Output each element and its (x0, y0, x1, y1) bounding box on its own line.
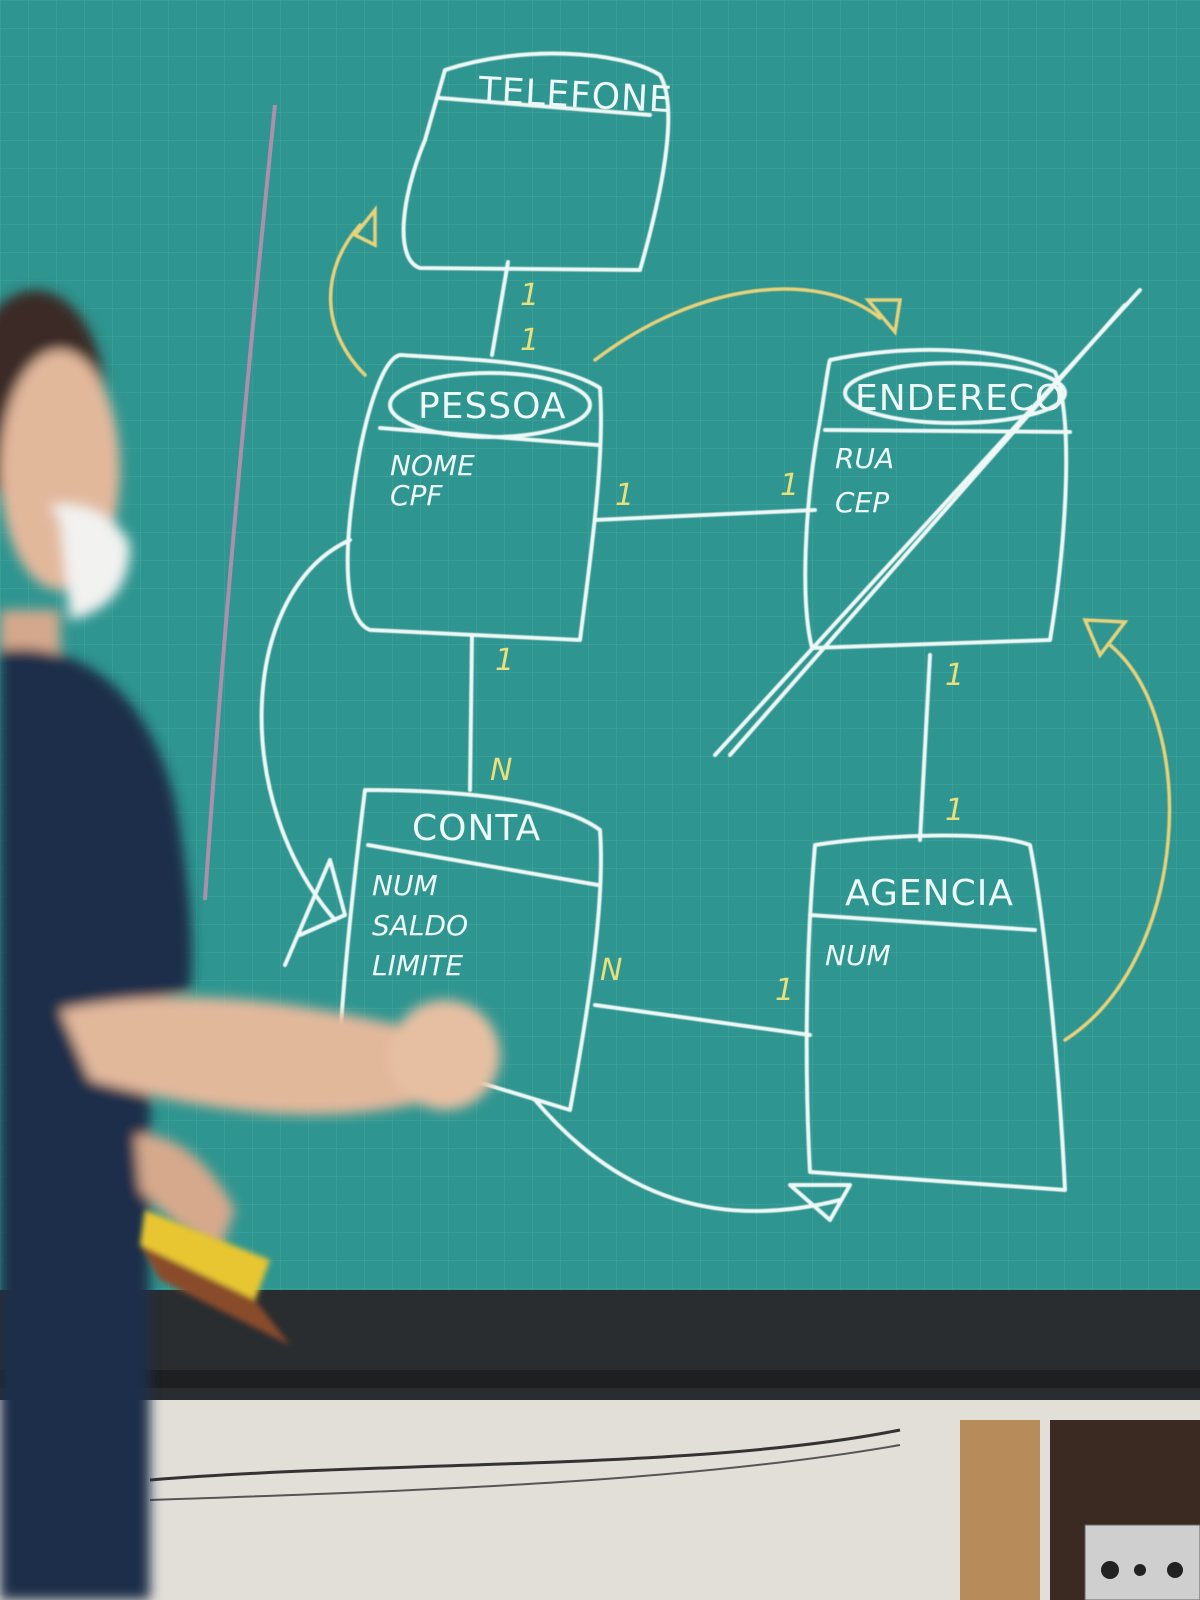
knob-icon (1134, 1564, 1146, 1576)
card-pessoa-end-right: 1 (780, 468, 799, 503)
relation-telefone-pessoa (490, 260, 510, 357)
yellow-curved-arrow (328, 223, 367, 377)
endereco-title-ellipse (843, 361, 1067, 425)
telefone-title: TELEFONE (477, 70, 674, 121)
endereco-title: ENDERECO (855, 378, 1064, 419)
cable (149, 1444, 901, 1501)
card-pessoa-end-left: 1 (615, 478, 634, 513)
relation-endereco-agencia (918, 653, 932, 842)
yellow-curved-arrow (593, 287, 882, 362)
strikethrough-line-2 (728, 303, 1127, 757)
card-conta-agencia-right: 1 (775, 973, 794, 1008)
entity-box-endereco (803, 347, 1069, 650)
pessoa-title: PESSOA (418, 386, 567, 427)
arrowhead-icon (788, 1183, 852, 1222)
card-end-agencia-bottom: 1 (945, 793, 964, 828)
agencia-attr-num: NUM (825, 939, 891, 972)
yellow-arrowhead-icon (1082, 618, 1129, 659)
card-tel-pessoa-bottom: 1 (520, 323, 539, 358)
entity-box-conta (338, 788, 603, 1112)
agencia-title: AGENCIA (845, 873, 1014, 914)
endereco-header-line (823, 428, 1072, 434)
pessoa-attr-nome: NOME (390, 449, 475, 482)
cable (149, 1428, 901, 1482)
knob-icon (1167, 1562, 1183, 1578)
endereco-attr-rua: RUA (835, 442, 894, 475)
chalkboard-eraser-icon (140, 1210, 290, 1345)
pessoa-header-line (378, 426, 600, 447)
conta-attr-limite: LIMITE (372, 949, 463, 982)
entity-box-telefone (401, 51, 671, 272)
knob-icon (1101, 1561, 1119, 1579)
agencia-header-line (808, 913, 1037, 932)
relation-pessoa-conta (468, 633, 474, 792)
card-end-agencia-top: 1 (945, 658, 964, 693)
yellow-arrowhead-icon (864, 298, 903, 337)
yellow-curved-arrow (1063, 643, 1172, 1042)
wooden-cabinet (960, 1420, 1040, 1600)
relation-conta-agencia (593, 1003, 812, 1037)
amplifier-device (1084, 1524, 1200, 1600)
curved-arrow-pessoa-conta (259, 538, 352, 922)
entity-box-pessoa (345, 353, 603, 642)
curved-arrow-conta-agencia (533, 1098, 842, 1214)
conta-attr-saldo: SALDO (372, 909, 468, 942)
teacher-figure (0, 290, 500, 1600)
card-pessoa-conta-top: 1 (495, 643, 514, 678)
pink-margin-line (203, 104, 277, 901)
conta-header-line (366, 843, 600, 887)
endereco-attr-cep: CEP (835, 486, 889, 519)
card-pessoa-conta-bottom: N (490, 753, 512, 788)
card-conta-agencia-left: N (600, 953, 622, 988)
board-frame-bottom (0, 1370, 1200, 1388)
conta-attr-num: NUM (372, 869, 438, 902)
entity-box-agencia (804, 833, 1067, 1192)
pessoa-attr-cpf: CPF (390, 479, 443, 512)
card-tel-pessoa-top: 1 (520, 278, 539, 313)
arrowhead-icon (283, 858, 347, 967)
yellow-arrowhead-icon (352, 205, 377, 248)
telefone-header-line (438, 96, 652, 117)
conta-title: CONTA (412, 808, 541, 849)
relation-pessoa-endereco (593, 508, 817, 522)
